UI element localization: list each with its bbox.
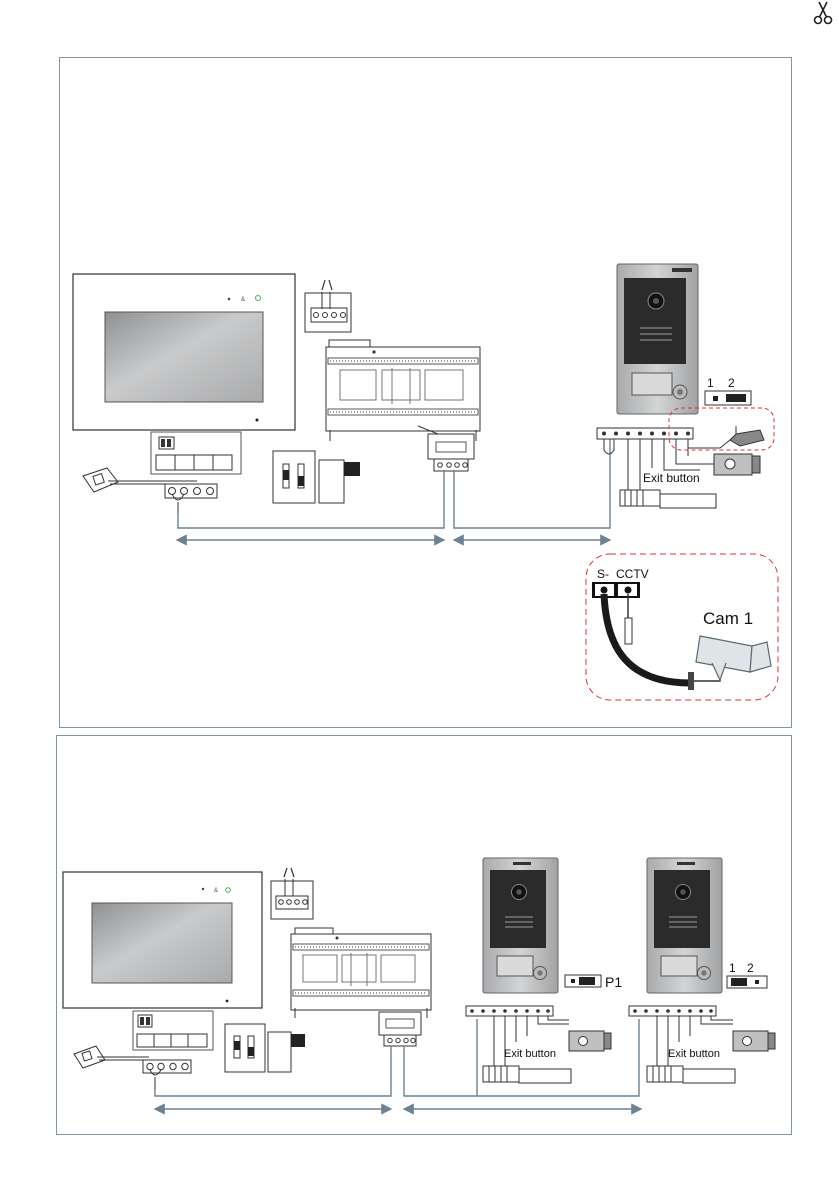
power-supply-din-module — [326, 340, 480, 441]
dip-2-label-2: 2 — [747, 961, 754, 975]
diagram-canvas-1: & — [60, 58, 791, 727]
bus-distributor — [428, 434, 474, 471]
power-supply-switch-detail — [225, 1024, 305, 1072]
terminal-s-minus-label: S- — [597, 567, 609, 581]
mains-plug-terminal — [305, 280, 351, 332]
monitor-rear-terminal — [133, 1011, 213, 1050]
dip-2-label-1: 1 — [729, 961, 736, 975]
video-monitor: & — [73, 274, 295, 430]
dip-label-2: 2 — [728, 376, 735, 390]
power-supply-switch-detail — [273, 451, 360, 503]
electric-lock-1 — [569, 1031, 611, 1051]
power-supply-din-module — [291, 928, 431, 1018]
exit-button-label: Exit button — [643, 471, 700, 485]
cctv-detail-callout: S- CCTV Cam 1 — [586, 554, 778, 700]
dip-switch-panel-2: 1 2 — [727, 961, 767, 988]
exit-button-2-label: Exit button — [668, 1048, 720, 1060]
exit-button: Exit button — [620, 471, 716, 508]
dip-switch-1-2: 1 2 — [705, 376, 751, 405]
scissors-icon — [812, 0, 834, 26]
jumper-p1-label: P1 — [605, 974, 622, 990]
diagram-canvas-2: & — [57, 736, 791, 1134]
cam-1-label: Cam 1 — [703, 609, 753, 628]
monitor-bus-terminal — [165, 484, 217, 514]
svg-text:&: & — [214, 888, 218, 894]
installation-diagram-single-door-cctv: & — [59, 57, 792, 728]
electric-lock-2 — [733, 1031, 775, 1051]
monitor-rear-terminal — [151, 432, 241, 474]
exit-button-2: Exit button — [647, 1048, 735, 1083]
bus-wiring — [178, 433, 610, 528]
svg-text:&: & — [241, 297, 245, 303]
jumper-p1: P1 — [565, 974, 622, 990]
door-entry-panel-1 — [483, 858, 558, 993]
mains-plug-terminal — [271, 868, 313, 919]
monitor-bus-terminal — [143, 1060, 191, 1090]
door-entry-panel — [617, 264, 698, 414]
installation-diagram-two-door-panels: & — [56, 735, 792, 1135]
terminal-cctv-label: CCTV — [616, 567, 649, 581]
exit-button-1: Exit button — [483, 1048, 571, 1083]
door-entry-panel-2 — [647, 858, 722, 993]
bus-distributor — [379, 1012, 421, 1046]
exit-button-1-label: Exit button — [504, 1048, 556, 1060]
dip-label-1: 1 — [707, 376, 714, 390]
video-monitor: & — [63, 872, 262, 1008]
